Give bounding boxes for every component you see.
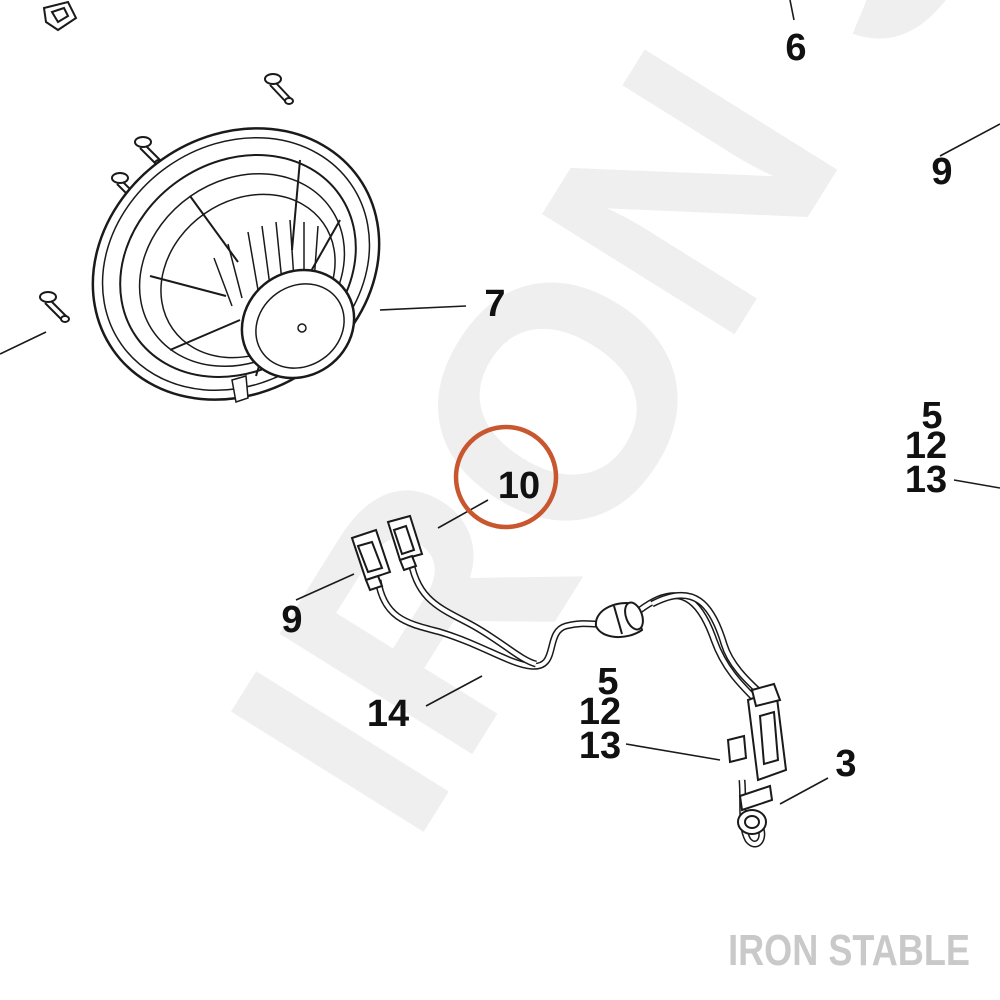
callout-9-top: 9 [931,151,952,193]
screw-1 [264,73,294,105]
callout-10: 10 [498,465,540,507]
connector-left [350,528,392,592]
leader-9-top [939,123,1000,157]
leader-6 [789,0,795,21]
callout-5: 5 [597,661,618,703]
leader-7 [379,305,467,311]
clip-part [42,0,78,32]
grommet [594,601,644,638]
callout-5-right: 5 [921,395,942,437]
leader-10 [437,499,489,529]
callout-3: 3 [835,743,856,785]
callout-13-right: 13 [905,459,947,501]
callout-7: 7 [484,283,505,325]
callout-13: 13 [579,725,621,767]
leader-14 [425,675,483,707]
speaker-assembly [91,127,381,403]
screw-4 [39,291,70,323]
callout-14: 14 [367,693,409,735]
connector-right [386,514,424,572]
callout-labels: 6 9 7 5 12 13 10 9 14 5 12 13 3 [281,27,952,785]
wiring-harness [374,555,767,848]
leader-3 [779,777,829,805]
leader-13 [625,743,721,761]
brand-watermark: IRON STABLE [728,926,970,975]
leader-left-edge [0,331,47,355]
leader-lines [0,0,1000,805]
callout-6: 6 [785,27,806,69]
callout-12-right: 12 [905,425,947,467]
leader-13-right [953,479,1000,489]
callout-9: 9 [281,599,302,641]
highlight-circle [453,424,559,530]
callout-12: 12 [579,691,621,733]
leader-9 [295,573,355,601]
connector-bottom [726,682,788,835]
